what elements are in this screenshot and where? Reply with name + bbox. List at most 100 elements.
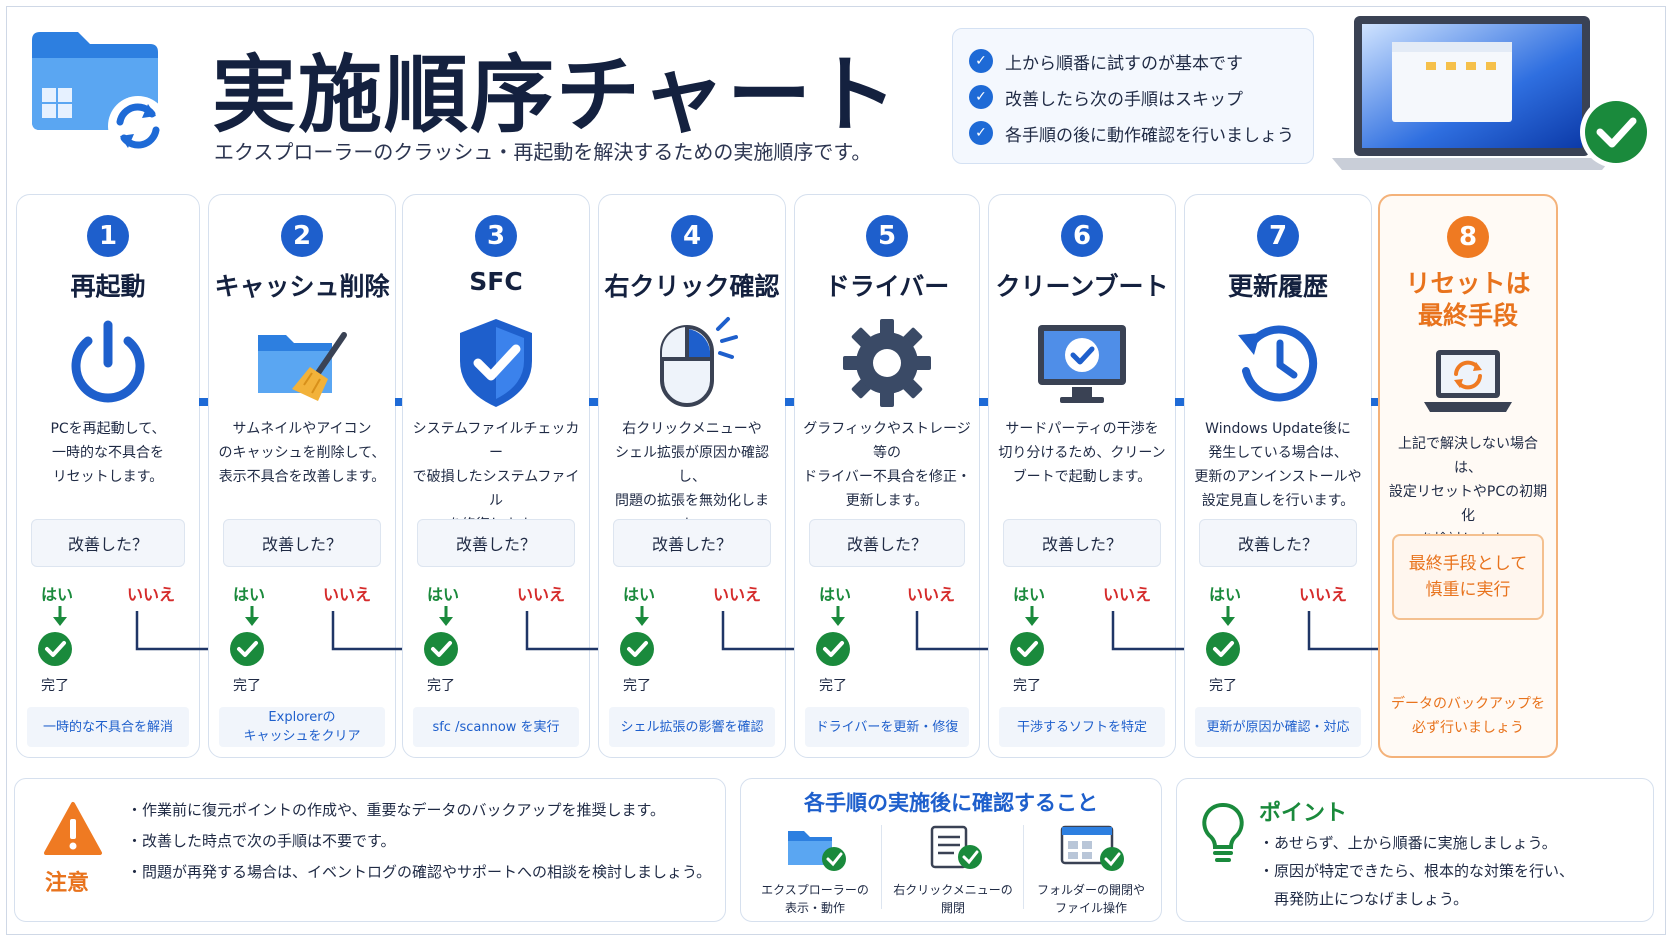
page-subtitle: エクスプローラーのクラッシュ・再起動を解決するための実施順序です。 (214, 140, 872, 164)
step-number: 3 (475, 215, 517, 257)
caution-label: 注意 (45, 871, 90, 896)
step-title: クリーンブート (995, 272, 1169, 301)
check-circle-icon (1009, 631, 1045, 667)
folder-refresh-icon (32, 32, 168, 156)
step-card-7: 7 更新履歴 Windows Update後に発生している場合は、更新のアンインスト… (1184, 194, 1391, 758)
improved-question: 改善した？ (1003, 519, 1161, 567)
laptop-check-icon (1332, 16, 1652, 170)
mouse-click-icon (642, 313, 742, 413)
step-card-2: 2 キャッシュ削除サムネイルやアイコンのキャッシュを削除して、表示不具合を改善しま… (208, 194, 415, 758)
no-label: いいえ (322, 585, 371, 604)
step-result: ドライバーを更新・修復 (805, 707, 969, 747)
step-title: 更新履歴 (1227, 272, 1328, 301)
history-clock-icon (1228, 313, 1328, 413)
check-circle-icon (229, 631, 265, 667)
step-result: sfc /scannow を実行 (413, 707, 579, 747)
page-frame (6, 6, 1666, 935)
laptop-reset-icon (1418, 336, 1518, 436)
down-arrow-icon (1219, 605, 1237, 627)
step-number: 8 (1447, 216, 1489, 258)
step-number: 5 (866, 215, 908, 257)
folder-broom-icon (252, 313, 352, 413)
no-label: いいえ (906, 585, 955, 604)
final-warning-box: 最終手段として慎重に実行 (1392, 534, 1544, 620)
no-label: いいえ (516, 585, 565, 604)
step-description: PCを再起動して、一時的な不具合をリセットします。 (50, 421, 166, 485)
checks-title: 各手順の実施後に確認すること (804, 791, 1098, 815)
caution-notes: ・作業前に復元ポイントの作成や、重要なデータのバックアップを推奨します。 ・改善… (127, 801, 712, 881)
shield-check-icon (446, 313, 546, 413)
done-label: 完了 (819, 678, 847, 694)
step-number: 2 (281, 215, 323, 257)
check-circle-icon (423, 631, 459, 667)
gear-icon (837, 313, 937, 413)
step-result: シェル拡張の影響を確認 (609, 707, 775, 747)
no-label: いいえ (126, 585, 175, 604)
step-description: Windows Update後に発生している場合は、更新のアンインストールや設定… (1194, 421, 1362, 509)
step-description: サードパーティの干渉を切り分けるため、クリーンブートで起動します。 (998, 421, 1166, 485)
improved-question: 改善した？ (223, 519, 381, 567)
step-number: 1 (87, 215, 129, 257)
step-number: 6 (1061, 215, 1103, 257)
point-title: ポイント (1259, 801, 1348, 826)
monitor-check-icon (1032, 313, 1132, 413)
warning-icon (44, 802, 102, 855)
backup-reminder: データのバックアップを必ず行いましょう (1391, 696, 1545, 736)
check-item-folder-ops: フォルダーの開閉やファイル操作 (1021, 823, 1161, 917)
done-label: 完了 (1013, 678, 1041, 694)
done-label: 完了 (1209, 678, 1237, 694)
check-circle-icon (1205, 631, 1241, 667)
done-label: 完了 (427, 678, 455, 694)
step-title: リセットは最終手段 (1405, 269, 1531, 330)
lightbulb-icon (1202, 802, 1244, 862)
step-description: グラフィックやストレージ等のドライバー不具合を修正・更新します。 (803, 421, 971, 509)
step-title: 右クリック確認 (604, 272, 780, 301)
yes-label: はい (623, 585, 656, 604)
step-number: 7 (1257, 215, 1299, 257)
down-arrow-icon (633, 605, 651, 627)
step-title: 再起動 (70, 272, 146, 301)
improved-question: 改善した？ (417, 519, 575, 567)
point-lines: ・あせらず、上から順番に実施しましょう。 ・原因が特定できたら、根本的な対策を行… (1259, 834, 1575, 908)
check-icon: ✓ (969, 85, 993, 109)
step-description: サムネイルやアイコンのキャッシュを削除して、表示不具合を改善します。 (218, 421, 386, 485)
no-label: いいえ (712, 585, 761, 604)
step-result: 更新が原因か確認・対応 (1195, 707, 1361, 747)
step-number: 4 (671, 215, 713, 257)
improved-question: 改善した？ (31, 519, 185, 567)
step-card-6: 6 クリーンブートサードパーティの干渉を切り分けるため、クリーンブートで起動します… (988, 194, 1195, 758)
step-title: キャッシュ削除 (214, 272, 390, 301)
improved-question: 改善した？ (1199, 519, 1357, 567)
improved-question: 改善した？ (613, 519, 771, 567)
step-card-3: 3SFCシステムファイルチェッカーで破損したシステムファイルを修復します。改善し… (402, 194, 609, 758)
step-result: Explorerのキャッシュをクリア (219, 707, 385, 747)
done-label: 完了 (41, 678, 69, 694)
down-arrow-icon (829, 605, 847, 627)
no-label: いいえ (1102, 585, 1151, 604)
check-item-context-menu: 右クリックメニューの開閉 (883, 823, 1023, 917)
point-panel: ポイント ・あせらず、上から順番に実施しましょう。 ・原因が特定できたら、根本的… (1176, 778, 1654, 922)
folder-check-icon (788, 831, 846, 871)
done-label: 完了 (623, 678, 651, 694)
down-arrow-icon (51, 605, 69, 627)
menu-check-icon (930, 825, 982, 869)
yes-label: はい (427, 585, 460, 604)
power-icon (58, 313, 158, 413)
yes-label: はい (1209, 585, 1242, 604)
down-arrow-icon (437, 605, 455, 627)
check-icon: ✓ (969, 49, 993, 73)
improved-question: 改善した？ (809, 519, 965, 567)
tip-item: ✓改善したら次の手順はスキップ (969, 79, 1297, 115)
tip-item: ✓各手順の後に動作確認を行いましょう (969, 115, 1297, 151)
step-title: ドライバー (824, 272, 950, 301)
window-check-icon (1060, 825, 1124, 871)
page-title: 実施順序チャート (212, 46, 900, 144)
no-label: いいえ (1298, 585, 1347, 604)
tips-panel: ✓上から順番に試すのが基本です ✓改善したら次の手順はスキップ ✓各手順の後に動… (952, 28, 1314, 164)
check-circle-icon (37, 631, 73, 667)
tip-item: ✓上から順番に試すのが基本です (969, 43, 1297, 79)
step-title: SFC (469, 267, 523, 296)
step-result: 干渉するソフトを特定 (999, 707, 1165, 747)
